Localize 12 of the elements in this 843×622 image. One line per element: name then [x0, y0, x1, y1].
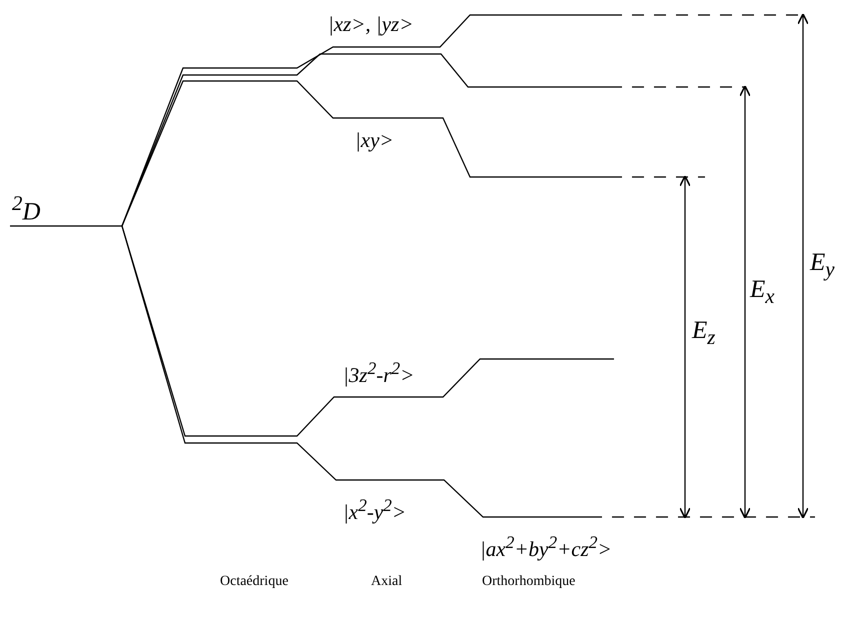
state-label: |x$^{2}$-y$^{2}$>: [343, 497, 406, 523]
state-label: |ax$^{2}$+by$^{2}$+cz$^{2}$>: [480, 534, 612, 560]
energy-label: E$_{x}$: [750, 277, 775, 307]
state-label: |3z$^{2}$-r$^{2}$>: [343, 360, 414, 386]
state-label: |xy>: [355, 130, 394, 151]
symmetry-label: Octaédrique: [220, 575, 288, 589]
energy-label: E$_{y}$: [810, 250, 835, 280]
state-label: |xz>, |yz>: [328, 14, 414, 35]
symmetry-label: Axial: [371, 575, 402, 589]
term-symbol: $^{2}$D: [12, 193, 40, 224]
energy-label: E$_{z}$: [692, 318, 716, 348]
symmetry-label: Orthorhombique: [482, 575, 576, 589]
